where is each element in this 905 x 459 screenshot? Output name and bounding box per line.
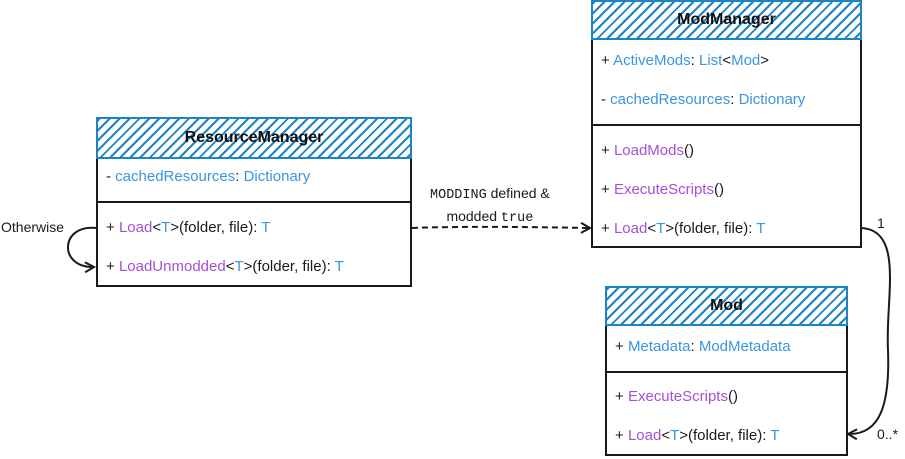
class-header: ModManager (591, 0, 862, 40)
method-executescripts: + ExecuteScripts() (601, 181, 724, 198)
class-resourcemanager[interactable]: ResourceManager - cachedResources: Dicti… (96, 117, 412, 287)
class-name: ResourceManager (184, 129, 324, 146)
class-modmanager[interactable]: ModManager + ActiveMods: List<Mod> - cac… (591, 0, 862, 248)
self-loop-arrow (67, 226, 97, 267)
divider (98, 201, 410, 203)
method-executescripts: + ExecuteScripts() (615, 388, 738, 405)
class-mod[interactable]: Mod + Metadata: ModMetadata + ExecuteScr… (605, 286, 848, 456)
divider (607, 371, 846, 373)
method-loadmods: + LoadMods() (601, 142, 694, 159)
method-load: + Load<T>(folder, file): T (601, 220, 766, 237)
method-loadunmodded: + LoadUnmodded<T>(folder, file): T (106, 258, 344, 275)
dependency-label-line1: MODDING defined & (430, 185, 550, 203)
method-load: + Load<T>(folder, file): T (615, 427, 780, 444)
class-header: ResourceManager (96, 117, 412, 159)
field-metadata: + Metadata: ModMetadata (615, 338, 791, 355)
class-name: Mod (710, 297, 743, 314)
divider (593, 124, 860, 126)
dependency-label-line2: modded true (446, 208, 534, 226)
class-header: Mod (605, 286, 848, 326)
self-loop-label: Otherwise (1, 219, 65, 235)
target-multiplicity: 0..* (877, 426, 899, 442)
method-load: + Load<T>(folder, file): T (106, 219, 271, 236)
field-activemods: + ActiveMods: List<Mod> (601, 52, 770, 69)
field-cachedresources: - cachedResources: Dictionary (601, 91, 806, 108)
class-name: ModManager (677, 11, 776, 28)
source-multiplicity: 1 (877, 215, 885, 231)
dependency-label: MODDING defined & modded true (430, 183, 550, 229)
association-arrow (848, 227, 891, 434)
field-cachedresources: - cachedResources: Dictionary (106, 168, 311, 185)
